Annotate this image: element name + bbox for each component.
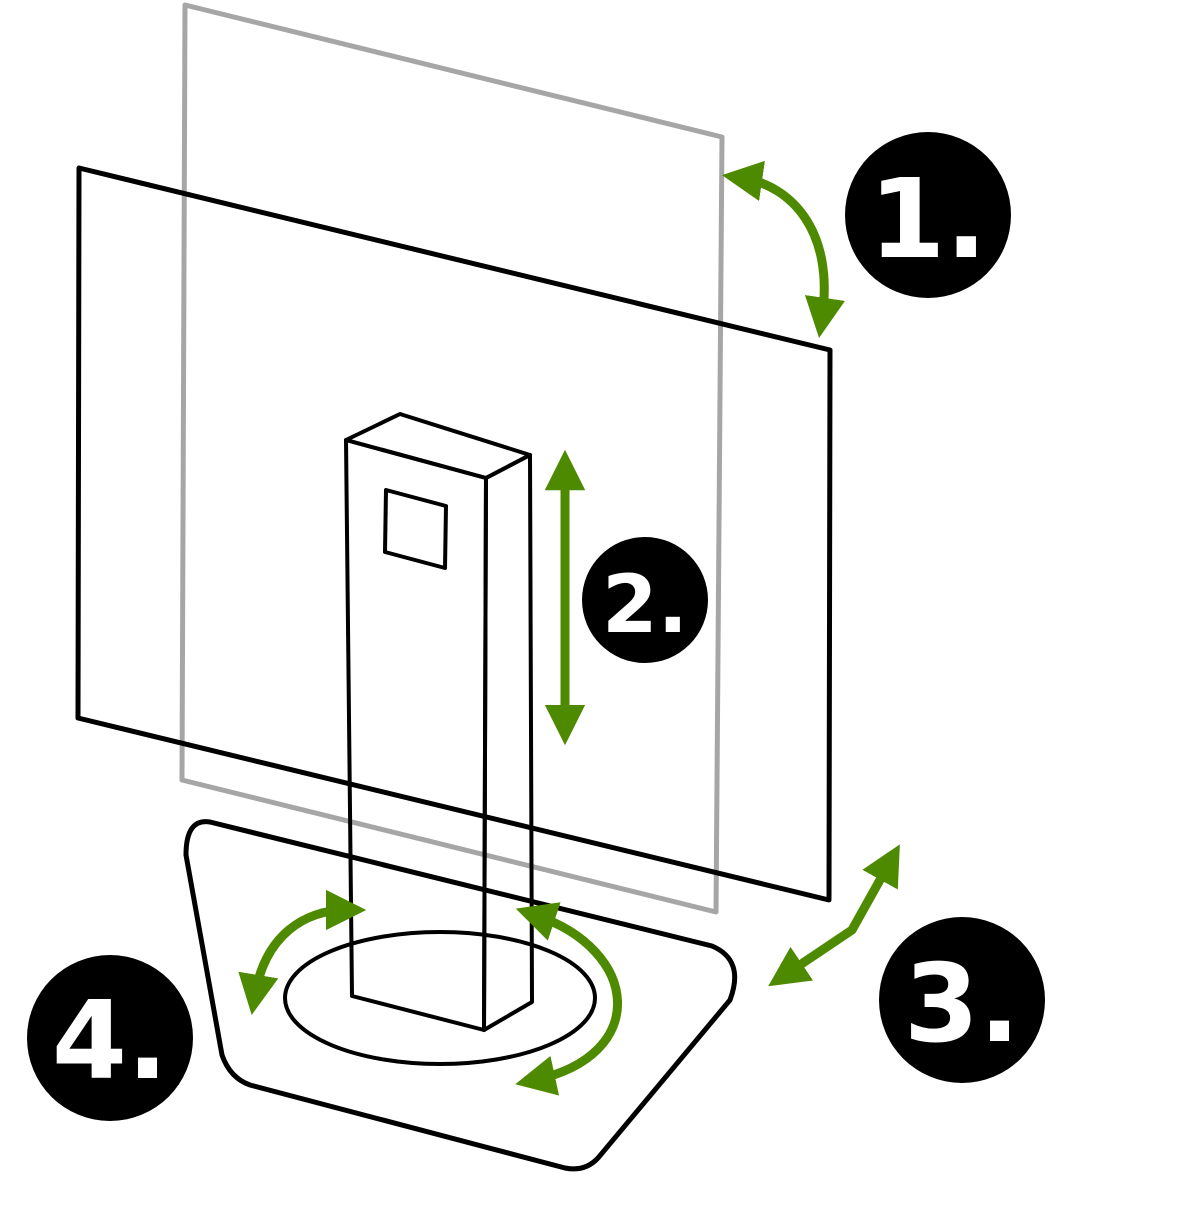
- pivot-arrow: [768, 844, 900, 987]
- badge-height-circle: [582, 537, 708, 663]
- badge-height: 2.: [582, 537, 708, 663]
- badge-pivot-label: 3.: [904, 942, 1020, 1067]
- badge-swivel: 4.: [27, 955, 193, 1121]
- badge-swivel-circle: [27, 955, 193, 1121]
- base-swivel-ring: [283, 930, 597, 1066]
- badge-height-label: 2.: [602, 558, 688, 651]
- badge-tilt: 1.: [845, 132, 1011, 298]
- stand-column-top: [344, 412, 532, 480]
- swivel-arrow-right: [515, 902, 622, 1096]
- monitor-base: [183, 819, 738, 1172]
- badge-pivot-circle: [879, 917, 1045, 1083]
- badge-swivel-label: 4.: [52, 979, 168, 1104]
- badge-pivot: 3.: [879, 917, 1045, 1083]
- badge-tilt-circle: [845, 132, 1011, 298]
- monitor-panel-ghost: [179, 2, 725, 915]
- stand-mount-plate: [383, 488, 448, 570]
- badge-tilt-label: 1.: [869, 155, 987, 283]
- tilt-arrow: [721, 160, 845, 339]
- swivel-arrow-left: [238, 889, 367, 1015]
